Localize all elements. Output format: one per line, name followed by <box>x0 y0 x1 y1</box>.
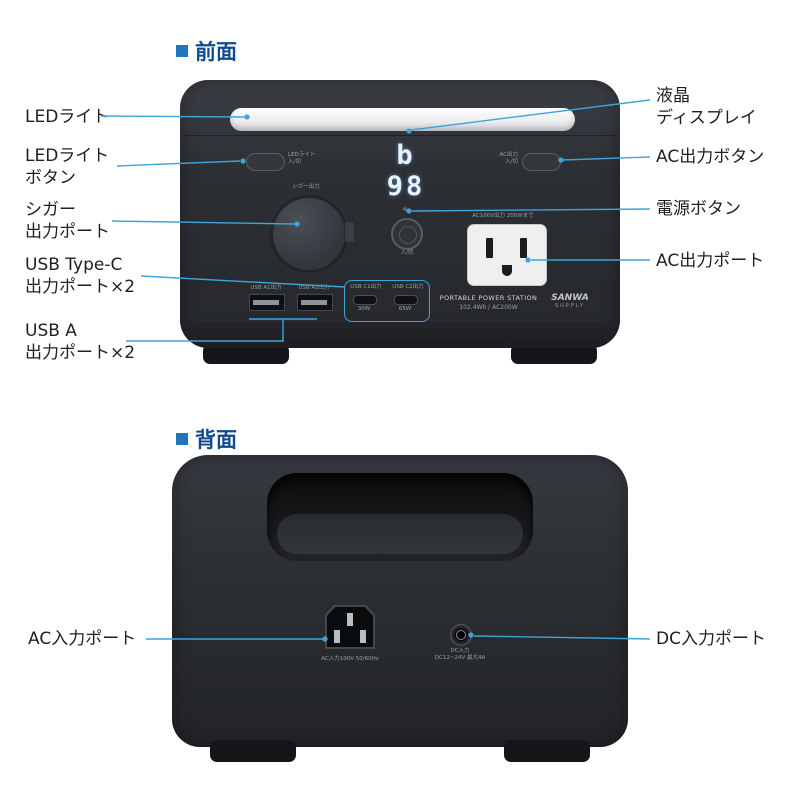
back-header-text: 背面 <box>195 428 237 452</box>
usb-a2-tongue <box>301 300 327 305</box>
front-foot-left <box>203 344 289 364</box>
usb-c2-caption: USB C2出力 <box>392 284 424 290</box>
back-foot-right <box>504 740 590 762</box>
usb-c1-port <box>353 295 377 305</box>
ac-inlet-ground-pin <box>347 613 353 626</box>
label-lcd-display: 液晶 ディスプレイ <box>656 86 757 128</box>
usb-c1-watt: 30W <box>357 306 371 312</box>
ac-button-caption: AC出力 入/切 <box>499 152 518 165</box>
power-button-ring <box>399 226 417 244</box>
brand-name: SANWA <box>551 293 589 303</box>
usb-c2-port <box>394 295 418 305</box>
usb-a1-tongue <box>253 300 279 305</box>
label-cigar-port: シガー 出力ポート <box>25 200 110 242</box>
ac-outlet-ground-hole <box>502 265 512 276</box>
ac-input-caption: AC入力100V 50/60Hz <box>321 656 379 662</box>
led-light-strip <box>230 108 575 131</box>
cigar-latch <box>344 221 355 243</box>
label-power-button: 電源ボタン <box>656 199 741 219</box>
label-dc-input: DC入力ポート <box>656 629 766 649</box>
ac-output-button <box>522 153 561 171</box>
label-usb-c-ports: USB Type-C 出力ポート×2 <box>25 255 136 297</box>
ac-outlet <box>467 224 547 286</box>
front-header-text: 前面 <box>195 40 237 64</box>
label-led-button: LEDライト ボタン <box>25 146 110 188</box>
power-caption: 入/切 <box>400 250 414 256</box>
lid-seam <box>183 135 617 136</box>
header-square-icon <box>176 45 188 57</box>
brand-logo: SANWA SUPPLY <box>550 293 590 309</box>
label-ac-button: AC出力ボタン <box>656 147 765 167</box>
usb-a1-port <box>249 294 285 311</box>
led-light-button <box>246 153 285 171</box>
product-spec: 102.4Wh / AC200W <box>459 304 518 311</box>
brand-sub: SUPPLY <box>554 303 586 309</box>
dc-input-jack <box>450 624 472 646</box>
dc-jack-pin-hole <box>456 630 466 640</box>
label-led-light: LEDライト <box>25 107 110 127</box>
ac-outlet-caption: AC100V出力 200Wまで <box>472 213 534 219</box>
ac-inlet-pin-left <box>334 630 340 643</box>
cigar-socket <box>270 195 348 273</box>
dc-input-caption: DC入力 DC12~24V 最大4A <box>434 648 486 661</box>
usb-a2-port <box>297 294 333 311</box>
lcd-display: b 98 <box>386 140 426 202</box>
front-base-band <box>183 322 617 348</box>
usb-c-group-box <box>344 280 430 322</box>
back-foot-left <box>210 740 296 762</box>
ac-inlet-pin-right <box>360 630 366 643</box>
led-button-caption: LEDライト 入/切 <box>288 152 316 165</box>
usb-a2-caption: USB A2出力 <box>298 285 330 291</box>
label-ac-port: AC出力ポート <box>656 251 765 271</box>
front-section-header: 前面 <box>176 36 237 66</box>
ac-inlet-rim <box>325 605 375 649</box>
usb-a1-caption: USB A1出力 <box>250 285 282 291</box>
usb-c1-caption: USB C1出力 <box>350 284 382 290</box>
ac-outlet-slot-right <box>520 238 527 258</box>
back-section-header: 背面 <box>176 424 237 454</box>
power-indicator-dot <box>403 207 407 211</box>
header-square-icon <box>176 433 188 445</box>
usb-c2-watt: 65W <box>398 306 412 312</box>
cigar-caption: シガー出力 <box>292 184 320 190</box>
handle-recess-floor <box>277 514 523 554</box>
product-name: PORTABLE POWER STATION <box>439 294 538 302</box>
front-foot-right <box>511 344 597 364</box>
label-ac-input: AC入力ポート <box>28 629 137 649</box>
ac-outlet-slot-left <box>486 238 493 258</box>
label-usb-a-ports: USB A 出力ポート×2 <box>25 321 136 363</box>
power-button <box>391 218 423 250</box>
